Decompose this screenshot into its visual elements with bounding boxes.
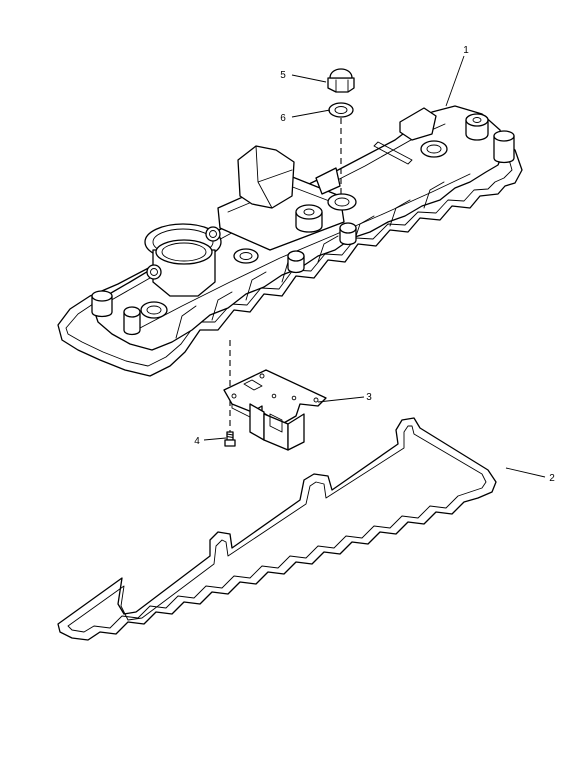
callout-5: 5 [280, 70, 286, 81]
callout-6: 6 [280, 113, 286, 124]
callout-4: 4 [194, 436, 200, 447]
leader-5 [291, 74, 327, 83]
bolt [224, 431, 236, 447]
callout-2: 2 [549, 473, 555, 484]
valve-cover [57, 105, 523, 377]
leader-3 [317, 396, 365, 403]
callout-1: 1 [463, 45, 469, 56]
leader-1 [445, 55, 465, 107]
bracket [223, 369, 327, 451]
leader-6 [291, 109, 331, 118]
sealing-washer [328, 102, 354, 118]
gasket [57, 417, 497, 641]
leader-lines [203, 55, 546, 478]
callout-3: 3 [366, 392, 372, 403]
leader-2 [505, 467, 546, 478]
cap-nut [327, 68, 355, 93]
leader-4 [203, 437, 227, 441]
